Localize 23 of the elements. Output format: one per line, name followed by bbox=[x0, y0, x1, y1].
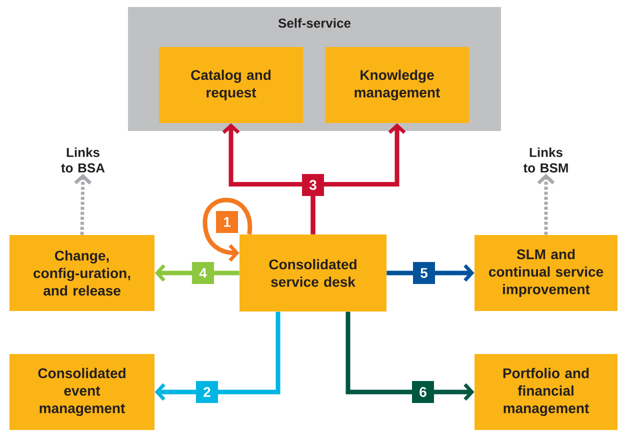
process-box: Change, config-uration, and release bbox=[10, 235, 154, 311]
arrow bbox=[74, 174, 92, 235]
process-box: Consolidated service desk bbox=[240, 234, 386, 312]
step-badge: 1 bbox=[216, 211, 238, 233]
step-badge: 3 bbox=[302, 174, 324, 196]
process-box: Knowledge management bbox=[325, 47, 469, 123]
process-box: Catalog and request bbox=[159, 47, 303, 123]
arrow bbox=[386, 264, 474, 282]
step-badge: 5 bbox=[413, 262, 435, 284]
link-label: Links to BSA bbox=[61, 147, 105, 173]
arrow bbox=[346, 312, 474, 401]
process-box: Portfolio and financial management bbox=[474, 354, 618, 430]
process-box: Consolidated event management bbox=[10, 354, 154, 430]
arrow bbox=[310, 123, 406, 234]
arrow bbox=[154, 312, 280, 401]
link-label: Links to BSM bbox=[523, 147, 568, 173]
step-badge: 4 bbox=[192, 262, 214, 284]
step-badge: 2 bbox=[196, 381, 218, 403]
arrow bbox=[154, 264, 240, 282]
process-box: SLM and continual service improvement bbox=[474, 235, 618, 311]
step-badge: 6 bbox=[412, 381, 434, 403]
arrow bbox=[537, 174, 555, 235]
arrow bbox=[202, 198, 252, 262]
